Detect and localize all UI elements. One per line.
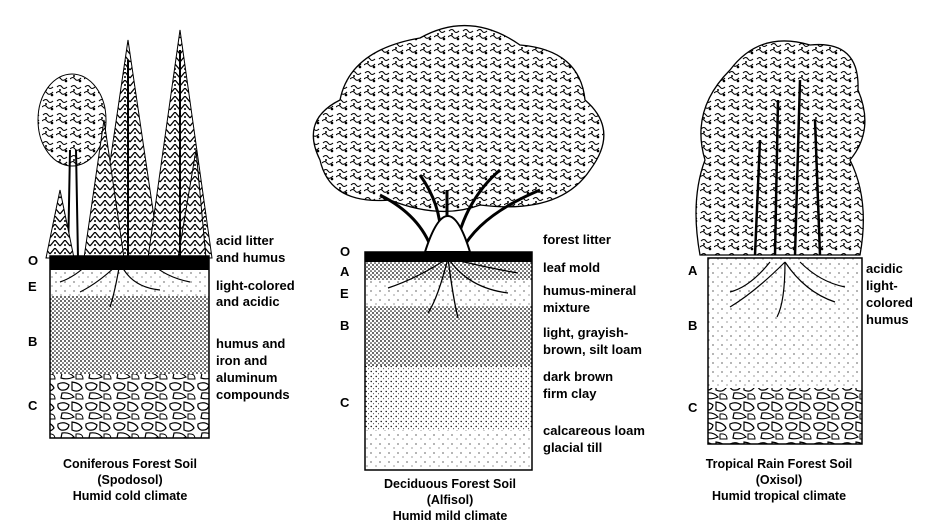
horizon-label-b: B	[688, 318, 697, 333]
tropical-soil-profile	[708, 258, 862, 444]
caption-line: (Alfisol)	[340, 492, 560, 508]
annotation-text: acid litter	[216, 233, 274, 248]
annotation-text: brown, silt loam	[543, 342, 642, 357]
annotation-text: leaf mold	[543, 260, 600, 275]
caption-line: Tropical Rain Forest Soil	[674, 456, 884, 472]
horizon-label-b: B	[28, 334, 37, 349]
caption-line: Humid mild climate	[340, 508, 560, 524]
horizon-label-b: B	[340, 318, 349, 333]
annotation-text: colored	[866, 295, 913, 310]
horizon-label-c: C	[688, 400, 697, 415]
annotation-text: acidic	[866, 261, 903, 276]
annotation-text: compounds	[216, 387, 290, 402]
caption-line: (Spodosol)	[20, 472, 240, 488]
horizon-label-c: C	[340, 395, 349, 410]
caption-line: Humid tropical climate	[674, 488, 884, 504]
horizon-label-o: O	[28, 253, 38, 268]
annotation-text: humus-mineral	[543, 283, 636, 298]
caption-line: Coniferous Forest Soil	[20, 456, 240, 472]
coniferous-trees	[38, 30, 212, 258]
horizon-label-c: C	[28, 398, 37, 413]
horizon-label-e: E	[340, 286, 349, 301]
deciduous-soil-profile	[365, 252, 532, 470]
profile-caption-coniferous: Coniferous Forest Soil (Spodosol) Humid …	[20, 456, 240, 504]
profile-caption-tropical: Tropical Rain Forest Soil (Oxisol) Humid…	[674, 456, 884, 504]
annotation-text: mixture	[543, 300, 590, 315]
annotation-text: dark brown	[543, 369, 613, 384]
profile-caption-deciduous: Deciduous Forest Soil (Alfisol) Humid mi…	[340, 476, 560, 524]
annotation-text: forest litter	[543, 232, 611, 247]
tropical-forest	[696, 41, 865, 255]
deciduous-tree	[313, 26, 604, 252]
annotation-text: aluminum	[216, 370, 277, 385]
annotation-text: iron and	[216, 353, 267, 368]
annotation-text: light, grayish-	[543, 325, 628, 340]
horizon-label-o: O	[340, 244, 350, 259]
horizon-label-e: E	[28, 279, 37, 294]
annotation-text: light-	[866, 278, 898, 293]
caption-line: (Oxisol)	[674, 472, 884, 488]
annotation-text: humus	[866, 312, 909, 327]
annotation-text: humus and	[216, 336, 285, 351]
annotation-text: calcareous loam	[543, 423, 645, 438]
horizon-label-a: A	[688, 263, 697, 278]
annotation-text: firm clay	[543, 386, 596, 401]
annotation-text: and humus	[216, 250, 285, 265]
caption-line: Deciduous Forest Soil	[340, 476, 560, 492]
annotation-text: light-colored	[216, 278, 295, 293]
coniferous-soil-profile	[50, 256, 209, 438]
annotation-text: glacial till	[543, 440, 602, 455]
annotation-text: and acidic	[216, 294, 280, 309]
caption-line: Humid cold climate	[20, 488, 240, 504]
horizon-label-a: A	[340, 264, 349, 279]
